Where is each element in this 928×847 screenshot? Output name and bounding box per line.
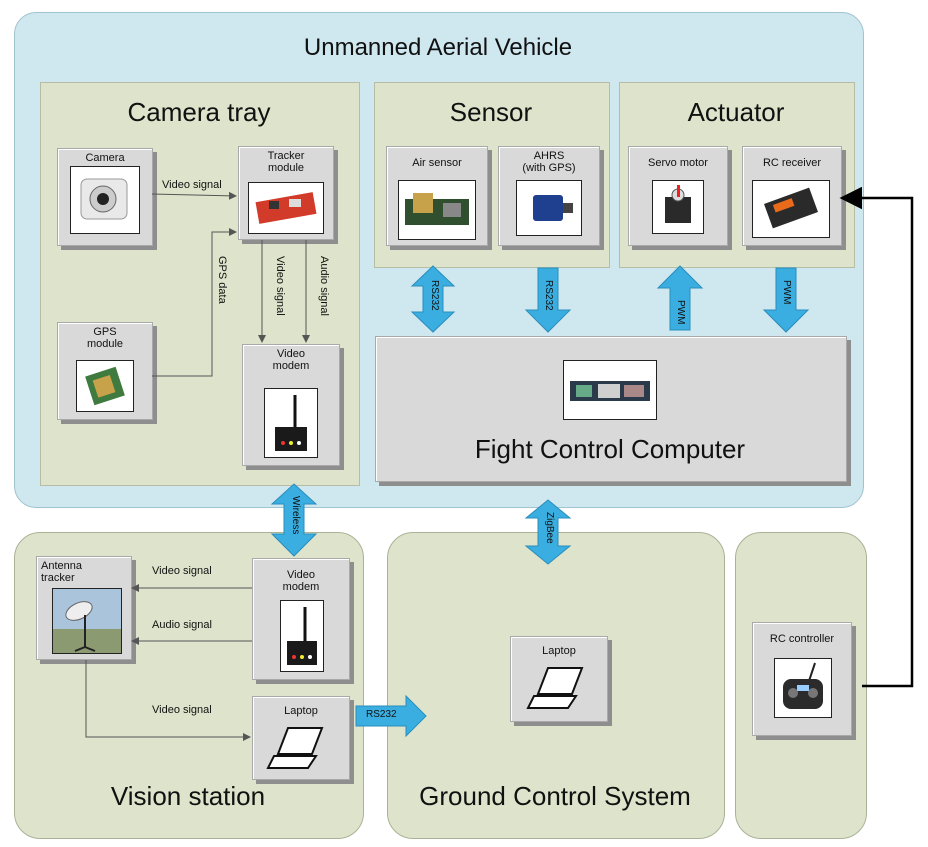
tracker-module-caption: Tracker module — [267, 150, 305, 174]
rc-controller-caption: RC controller — [769, 633, 835, 645]
tracker-module-image — [248, 182, 324, 234]
gps-data-label: GPS data — [216, 256, 228, 304]
rc-controller-image — [774, 658, 832, 718]
wireless-label: Wireless — [290, 496, 301, 535]
actuator-title: Actuator — [687, 97, 785, 127]
vision-video-signal-label-1: Video signal — [152, 565, 212, 577]
uav-title: Unmanned Aerial Vehicle — [303, 34, 573, 61]
camera-video-signal-label: Video signal — [162, 179, 222, 191]
gps-module-image — [76, 360, 134, 412]
servo-motor-image — [652, 180, 704, 234]
servo-motor-caption: Servo motor — [648, 157, 708, 169]
vision-video-signal-label-2: Video signal — [152, 704, 212, 716]
ground-control-title: Ground Control System — [419, 781, 691, 811]
air-sensor-image — [398, 180, 476, 240]
sensor-title: Sensor — [449, 97, 533, 127]
video-modem-image — [264, 388, 318, 458]
fcc-board-image — [563, 360, 657, 420]
video-modem-caption: Video modem — [272, 348, 310, 372]
antenna-tracker-image — [52, 588, 122, 654]
zigbee-label: ZigBee — [544, 512, 555, 544]
tracker-video-signal-label: Video signal — [274, 256, 286, 316]
rc-receiver-image — [752, 180, 830, 238]
gps-module-caption: GPS module — [86, 326, 124, 350]
vision-station-title: Vision station — [110, 781, 266, 811]
vision-laptop-box: Laptop — [252, 696, 350, 780]
rc-receiver-caption: RC receiver — [762, 157, 822, 169]
vision-laptop-caption: Laptop — [284, 705, 318, 717]
vision-video-modem-image — [280, 600, 324, 672]
camera-caption: Camera — [85, 152, 125, 164]
camera-tray-title: Camera tray — [127, 97, 271, 127]
rs232-label-b: RS232 — [543, 280, 554, 311]
gcs-laptop-caption: Laptop — [542, 645, 576, 657]
pwm-label-a: PWM — [675, 300, 686, 325]
air-sensor-caption: Air sensor — [412, 157, 462, 169]
ahrs-image — [516, 180, 582, 236]
camera-image — [70, 166, 140, 234]
fcc-title: Fight Control Computer — [474, 434, 746, 464]
pwm-label-b: PWM — [781, 280, 792, 305]
gcs-laptop-box: Laptop — [510, 636, 608, 722]
vision-video-modem-caption: Video modem — [282, 569, 320, 593]
rs232-label-a: RS232 — [429, 280, 440, 311]
ahrs-caption: AHRS (with GPS) — [522, 150, 576, 174]
tracker-audio-signal-label: Audio signal — [318, 256, 330, 316]
antenna-tracker-caption: Antenna tracker — [41, 560, 82, 584]
vision-audio-signal-label: Audio signal — [152, 619, 212, 631]
rs232-right-label: RS232 — [366, 709, 397, 720]
